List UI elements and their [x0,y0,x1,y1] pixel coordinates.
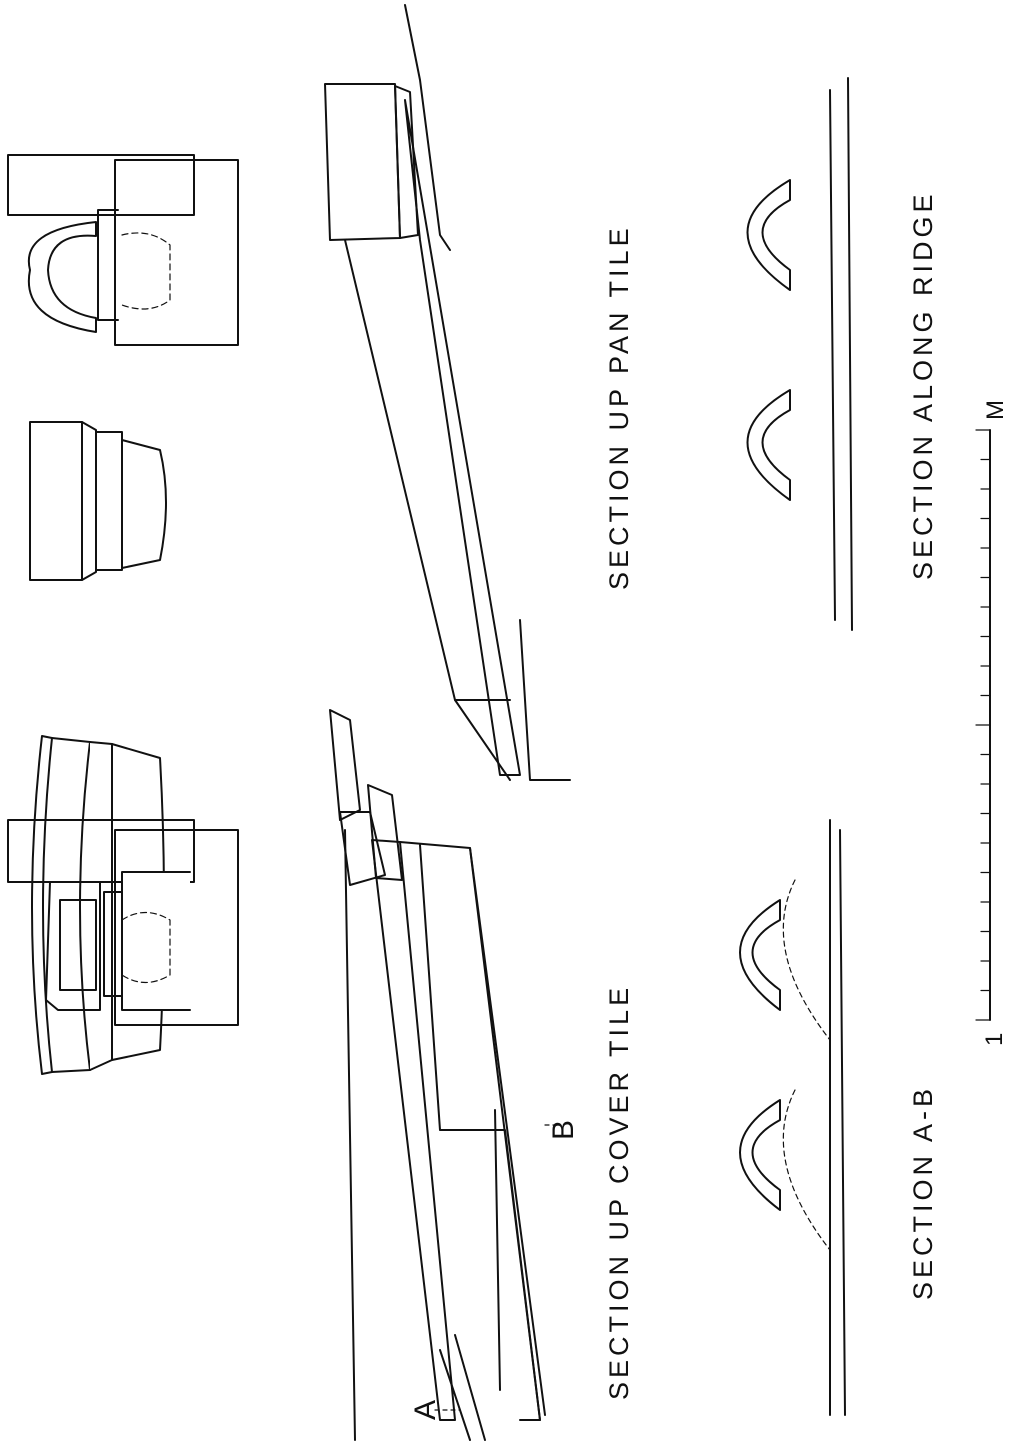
caption-section-a-b: SECTION A-B [908,1085,938,1300]
cover-tile-wall-detail [7,819,239,1026]
pan-tile-end-view [29,421,167,581]
scale-bar: 1 M [975,400,1009,1046]
scale-end-label: M [982,400,1009,420]
caption-section-up-cover-tile: SECTION UP COVER TILE [604,984,634,1400]
marker-a: A [409,1400,442,1420]
section-a-b-profile [739,819,846,1416]
caption-section-along-ridge: SECTION ALONG RIDGE [908,190,938,580]
pan-tile-wall-detail [7,154,239,346]
marker-b: B [547,1120,580,1140]
scale-start-label: 1 [981,1033,1008,1046]
section-up-cover-tile [329,709,546,1441]
section-along-ridge-profile [746,77,853,631]
section-up-pan-tile [324,4,571,781]
caption-section-up-pan-tile: SECTION UP PAN TILE [604,224,634,590]
